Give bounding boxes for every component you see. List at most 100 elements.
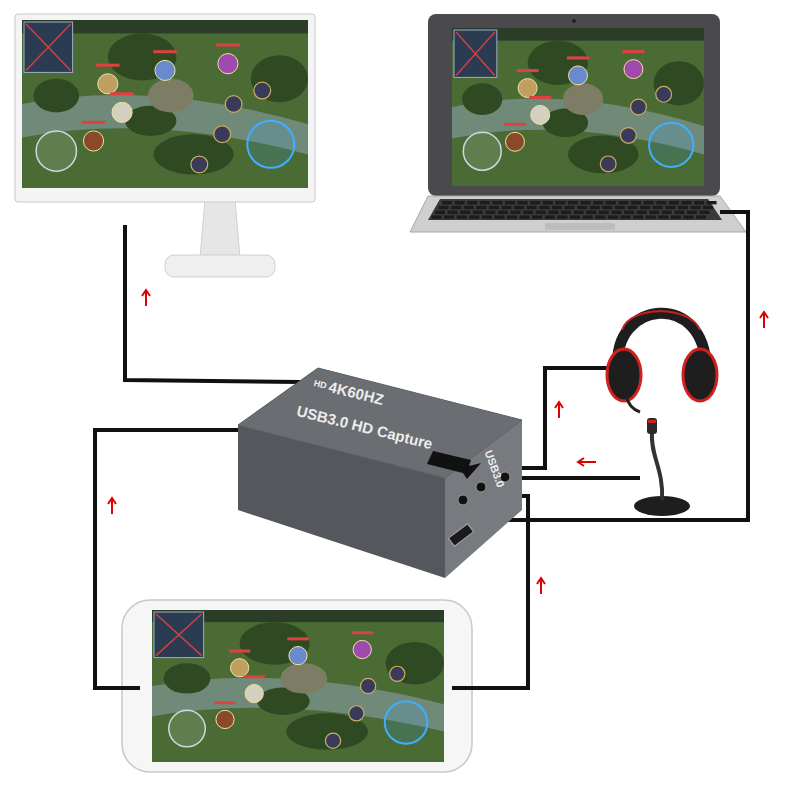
laptop-key xyxy=(606,201,616,204)
laptop-key xyxy=(469,215,479,218)
game-bush xyxy=(462,83,502,115)
laptop-key xyxy=(451,206,461,209)
headset-mic-boom xyxy=(626,395,640,412)
laptop-key xyxy=(480,201,490,204)
laptop-keyboard xyxy=(428,199,722,220)
mic-stem xyxy=(652,432,662,500)
screen-ground xyxy=(452,28,704,186)
laptop-key xyxy=(498,211,508,214)
laptop-key xyxy=(558,215,568,218)
game-skill-button xyxy=(254,82,271,99)
game-healthbar xyxy=(287,637,308,640)
game-minimap-lanes xyxy=(26,24,71,70)
laptop-key xyxy=(473,211,483,214)
mic-head xyxy=(647,418,657,434)
laptop-key xyxy=(482,215,492,218)
laptop-key xyxy=(485,211,495,214)
laptop-key xyxy=(633,215,643,218)
screen-ground xyxy=(22,20,308,188)
laptop-key xyxy=(523,211,533,214)
laptop-key xyxy=(599,211,609,214)
direction-arrow xyxy=(537,578,545,594)
laptop-key xyxy=(545,215,555,218)
game-bush xyxy=(654,61,704,105)
laptop-key xyxy=(464,206,474,209)
laptop-key xyxy=(570,215,580,218)
game-healthbar xyxy=(229,650,250,653)
cable xyxy=(125,225,300,382)
laptop-key xyxy=(518,201,528,204)
laptop-key xyxy=(621,215,631,218)
game-healthbar xyxy=(622,50,644,53)
game-screen xyxy=(152,610,444,762)
laptop-key xyxy=(703,206,713,209)
game-bush xyxy=(108,33,177,80)
laptop-key xyxy=(539,206,549,209)
laptop-key xyxy=(568,201,578,204)
laptop-key xyxy=(644,201,654,204)
game-skill-button xyxy=(656,86,672,102)
game-bush xyxy=(386,642,444,685)
phone-body xyxy=(122,600,472,772)
laptop-key xyxy=(514,206,524,209)
game-hero xyxy=(624,60,643,79)
laptop-camera xyxy=(572,19,576,23)
game-bush xyxy=(33,79,79,113)
game-rock xyxy=(563,83,603,115)
laptop-key xyxy=(658,215,668,218)
game-hero xyxy=(218,54,238,74)
headset-trim xyxy=(622,311,700,330)
game-joystick xyxy=(463,132,501,170)
laptop-key xyxy=(536,211,546,214)
laptop-key xyxy=(444,215,454,218)
game-bush xyxy=(164,663,211,693)
audio-jack xyxy=(476,482,486,492)
laptop-lid xyxy=(428,14,720,196)
direction-arrow xyxy=(555,402,563,418)
game-hero xyxy=(289,646,307,664)
laptop-key xyxy=(602,206,612,209)
game-skill-button xyxy=(600,156,616,172)
laptop-key xyxy=(669,201,679,204)
direction-arrow xyxy=(142,290,150,306)
laptop-key xyxy=(552,206,562,209)
laptop-key xyxy=(581,201,591,204)
game-skill-button xyxy=(390,666,405,681)
game-skill-button xyxy=(225,96,242,113)
game-skill-button xyxy=(621,128,637,144)
game-skill-button xyxy=(349,706,364,721)
game-skill-button xyxy=(631,99,647,115)
laptop-key xyxy=(707,201,717,204)
laptop-key xyxy=(681,201,691,204)
laptop-key xyxy=(684,215,694,218)
laptop-key xyxy=(520,215,530,218)
game-hero xyxy=(98,74,118,94)
game-healthbar xyxy=(504,123,526,126)
game-healthbar xyxy=(153,50,177,53)
game-minimap-lanes xyxy=(156,614,202,656)
game-bush xyxy=(251,55,308,102)
laptop-key xyxy=(548,211,558,214)
laptop-key xyxy=(628,206,638,209)
monitor-bezel xyxy=(15,14,315,202)
game-hero xyxy=(506,132,525,151)
device-top xyxy=(238,368,522,478)
laptop-key xyxy=(631,201,641,204)
laptop-key xyxy=(608,215,618,218)
game-minimap-lanes xyxy=(456,32,495,75)
game-minimap xyxy=(24,22,73,72)
laptop-key xyxy=(442,201,452,204)
cable xyxy=(95,430,250,688)
laptop-key xyxy=(555,201,565,204)
game-joystick xyxy=(169,710,205,746)
direction-arrow xyxy=(578,458,596,466)
game-healthbar xyxy=(214,701,235,704)
laptop-key xyxy=(590,206,600,209)
laptop-key xyxy=(595,215,605,218)
laptop-key xyxy=(618,201,628,204)
game-screen xyxy=(452,28,704,186)
laptop-key xyxy=(671,215,681,218)
usb-port xyxy=(448,524,473,546)
laptop-key xyxy=(507,215,517,218)
